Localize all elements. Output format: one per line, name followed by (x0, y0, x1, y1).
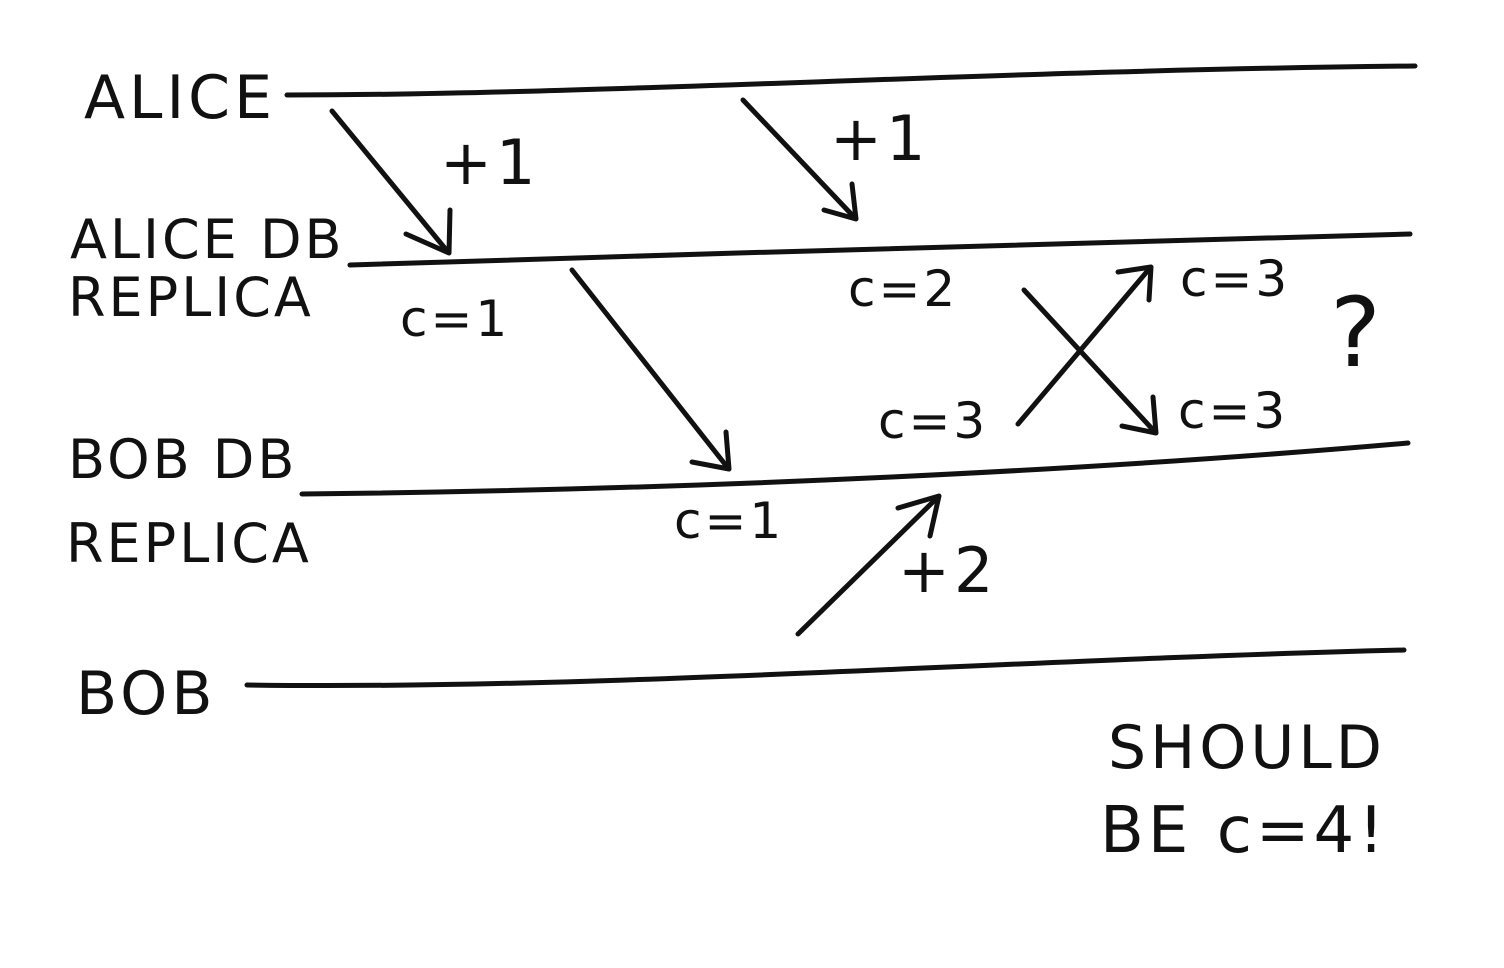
bob-db-state-c1: c=1 (674, 492, 784, 550)
bob-db-timeline (299, 440, 1411, 497)
bob-timeline (244, 647, 1407, 689)
alice-db-to-bob-db-arrowhead (689, 429, 732, 472)
alice-timeline (284, 63, 1418, 98)
alice-inc-1-arrowhead (403, 207, 453, 256)
alice-inc-2-arrowhead (821, 181, 859, 222)
participant-alice-db-sublabel: REPLICA (68, 266, 314, 329)
bob-inc-label: +2 (898, 534, 997, 607)
participant-alice-label: ALICE (84, 63, 276, 133)
alice-inc-1-arrow (329, 108, 451, 255)
participant-bob-db-label: BOB DB (68, 428, 297, 491)
alice-inc-2-arrow (740, 97, 858, 221)
alice-db-state-c3-received: c=3 (1180, 250, 1290, 308)
alice-inc-1-label: +1 (440, 126, 539, 199)
alice-db-timeline (347, 231, 1413, 268)
alice-db-state-c1: c=1 (400, 290, 510, 348)
alice-db-to-bob-db-arrow (569, 267, 731, 471)
participant-bob-label: BOB (76, 659, 217, 729)
alice-db-state-c2: c=2 (848, 260, 958, 318)
bob-db-state-c3: c=3 (878, 392, 988, 450)
bob-inc-arrow (795, 494, 941, 637)
alice-db-to-bob-db-arrow-2 (1021, 287, 1158, 435)
bob-db-to-alice-db-arrowhead (1115, 264, 1154, 303)
bob-inc-arrowhead (895, 493, 942, 539)
question-mark: ? (1330, 277, 1381, 389)
bob-db-state-c3-received: c=3 (1178, 382, 1288, 440)
alice-db-to-bob-db-arrowhead-2 (1119, 394, 1159, 436)
bob-db-to-alice-db-arrow (1015, 265, 1153, 427)
conclusion-line-1: SHOULD (1108, 713, 1386, 783)
participant-alice-db-label: ALICE DB (70, 208, 345, 271)
participant-bob-db-sublabel: REPLICA (66, 512, 312, 575)
alice-inc-2-label: +1 (830, 102, 929, 175)
conclusion-line-2: BE c=4! (1100, 794, 1388, 868)
